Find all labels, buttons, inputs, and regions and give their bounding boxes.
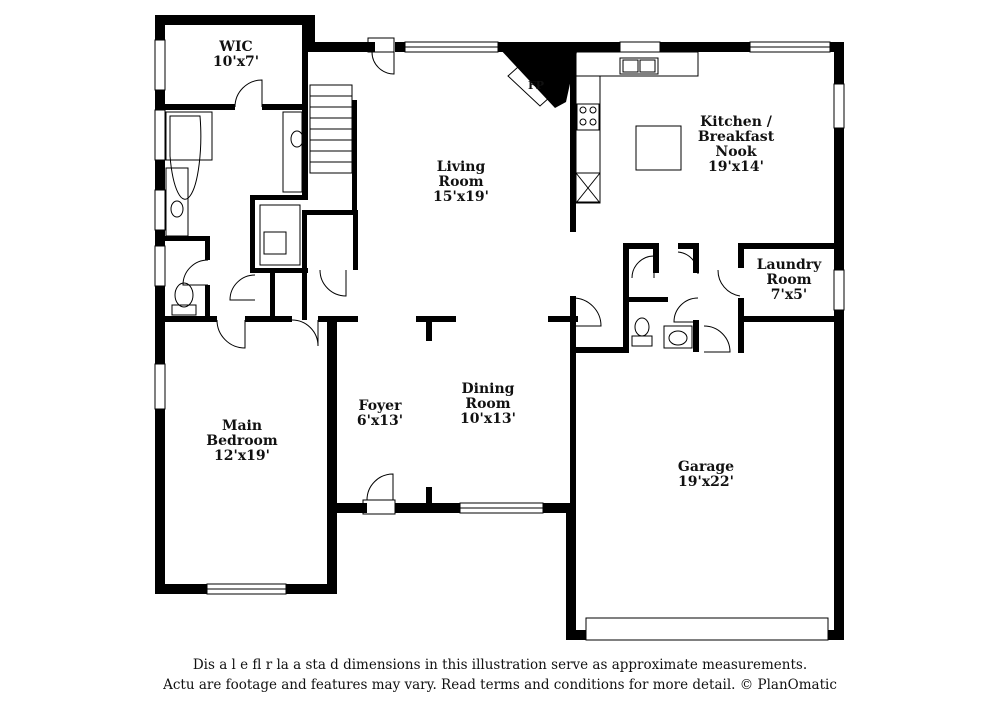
room-name-line3: Nook [715,144,757,160]
room-name-line2: Bedroom [206,433,278,449]
room-name-line1: Dining [461,381,515,397]
room-label-laundry: Laundry Room 7'x5' [757,258,822,303]
room-name-line2: Room [438,174,484,190]
room-name: WIC [219,39,253,55]
doors [182,37,741,515]
room-dims: 7'x5' [770,287,808,303]
room-label-kitchen: Kitchen / Breakfast Nook 19'x14' [698,115,774,175]
room-name-line1: Living [436,159,486,175]
room-label-garage: Garage 19'x22' [678,460,734,490]
room-dims: 6'x13' [356,413,404,429]
room-name-line2: Room [766,272,812,288]
fireplace-label: FP [528,79,545,92]
room-name-line2: Room [465,396,511,412]
room-name-line1: Main [221,418,263,434]
exterior-walls [155,15,844,640]
disclaimer-line2: Actu are footage and features may vary. … [163,677,837,693]
room-name: Foyer [358,398,402,414]
interior-walls [165,25,834,510]
room-label-main-bedroom: Main Bedroom 12'x19' [206,419,277,464]
windows [154,39,845,641]
room-dims: 10'x7' [212,54,260,70]
disclaimer-line1: Dis a l e fl r la a sta d dimensions in … [192,657,808,673]
room-dims: 15'x19' [433,189,489,205]
room-dims: 19'x22' [678,474,734,490]
room-label-foyer: Foyer 6'x13' [357,399,403,429]
room-name: Garage [677,459,735,475]
room-label-living: Living Room 15'x19' [433,160,489,205]
fixtures [165,51,699,349]
room-name-line1: Kitchen / [700,114,772,130]
room-label-dining: Dining Room 10'x13' [460,382,516,427]
room-dims: 19'x14' [708,159,764,175]
room-name-line1: Laundry [756,257,822,273]
room-dims: 12'x19' [214,448,270,464]
room-name-line2: Breakfast [697,129,775,145]
room-label-wic: WIC 10'x7' [213,40,259,70]
room-dims: 10'x13' [460,411,516,427]
